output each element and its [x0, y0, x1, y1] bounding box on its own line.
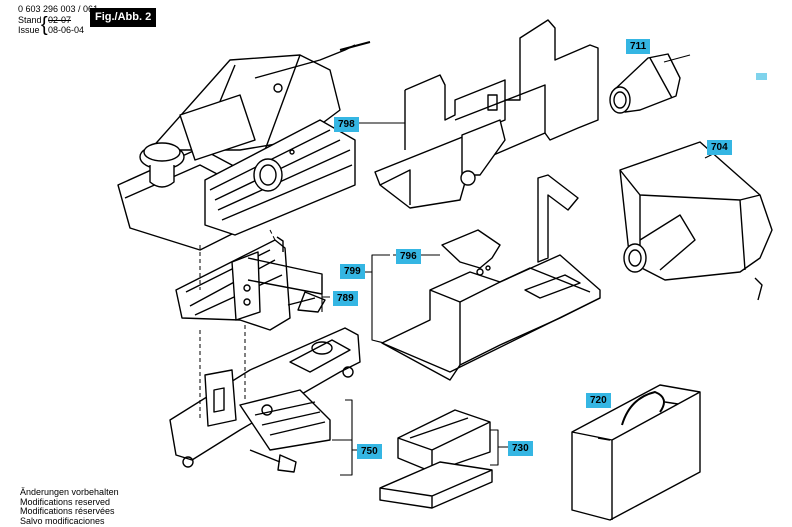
part-label-730: 730: [508, 441, 533, 456]
note-spanish: Salvo modificaciones: [20, 515, 105, 526]
brace-glyph: {: [41, 14, 48, 36]
issue-label: Issue: [18, 25, 40, 35]
planer-body: [117, 41, 371, 251]
note-french: Modifications réservées: [20, 506, 115, 517]
part-label-750: 750: [357, 444, 382, 459]
part-789-drawing: [175, 236, 326, 331]
part-730-drawing: [379, 409, 493, 509]
part-label-789: 789: [333, 291, 358, 306]
part-label-799: 799: [340, 264, 365, 279]
figure-label: Fig./Abb. 2: [90, 8, 157, 27]
modification-notes: Änderungen vorbehalten Modifications res…: [20, 487, 119, 526]
stand-date: 02-07: [48, 15, 72, 25]
part-label-711: 711: [626, 39, 651, 54]
part-750-drawing: [169, 327, 361, 473]
document-number: 0 603 296 003 / 061: [18, 4, 99, 14]
part-720-drawing: [571, 384, 701, 521]
note-german: Änderungen vorbehalten: [20, 487, 119, 497]
part-label-798: 798: [334, 117, 359, 132]
part-711-drawing: [609, 53, 681, 114]
part-798-drawing: [374, 19, 599, 209]
part-704-drawing: [619, 141, 773, 301]
note-english: Modifications reserved: [20, 496, 111, 507]
part-799-drawing: [381, 174, 601, 381]
color-marker: [756, 73, 767, 80]
part-label-720: 720: [586, 393, 611, 408]
part-label-796: 796: [396, 249, 421, 264]
part-label-704: 704: [707, 140, 732, 155]
issue-date: 08-06-04: [48, 25, 85, 35]
stand-label: Stand: [18, 15, 42, 25]
